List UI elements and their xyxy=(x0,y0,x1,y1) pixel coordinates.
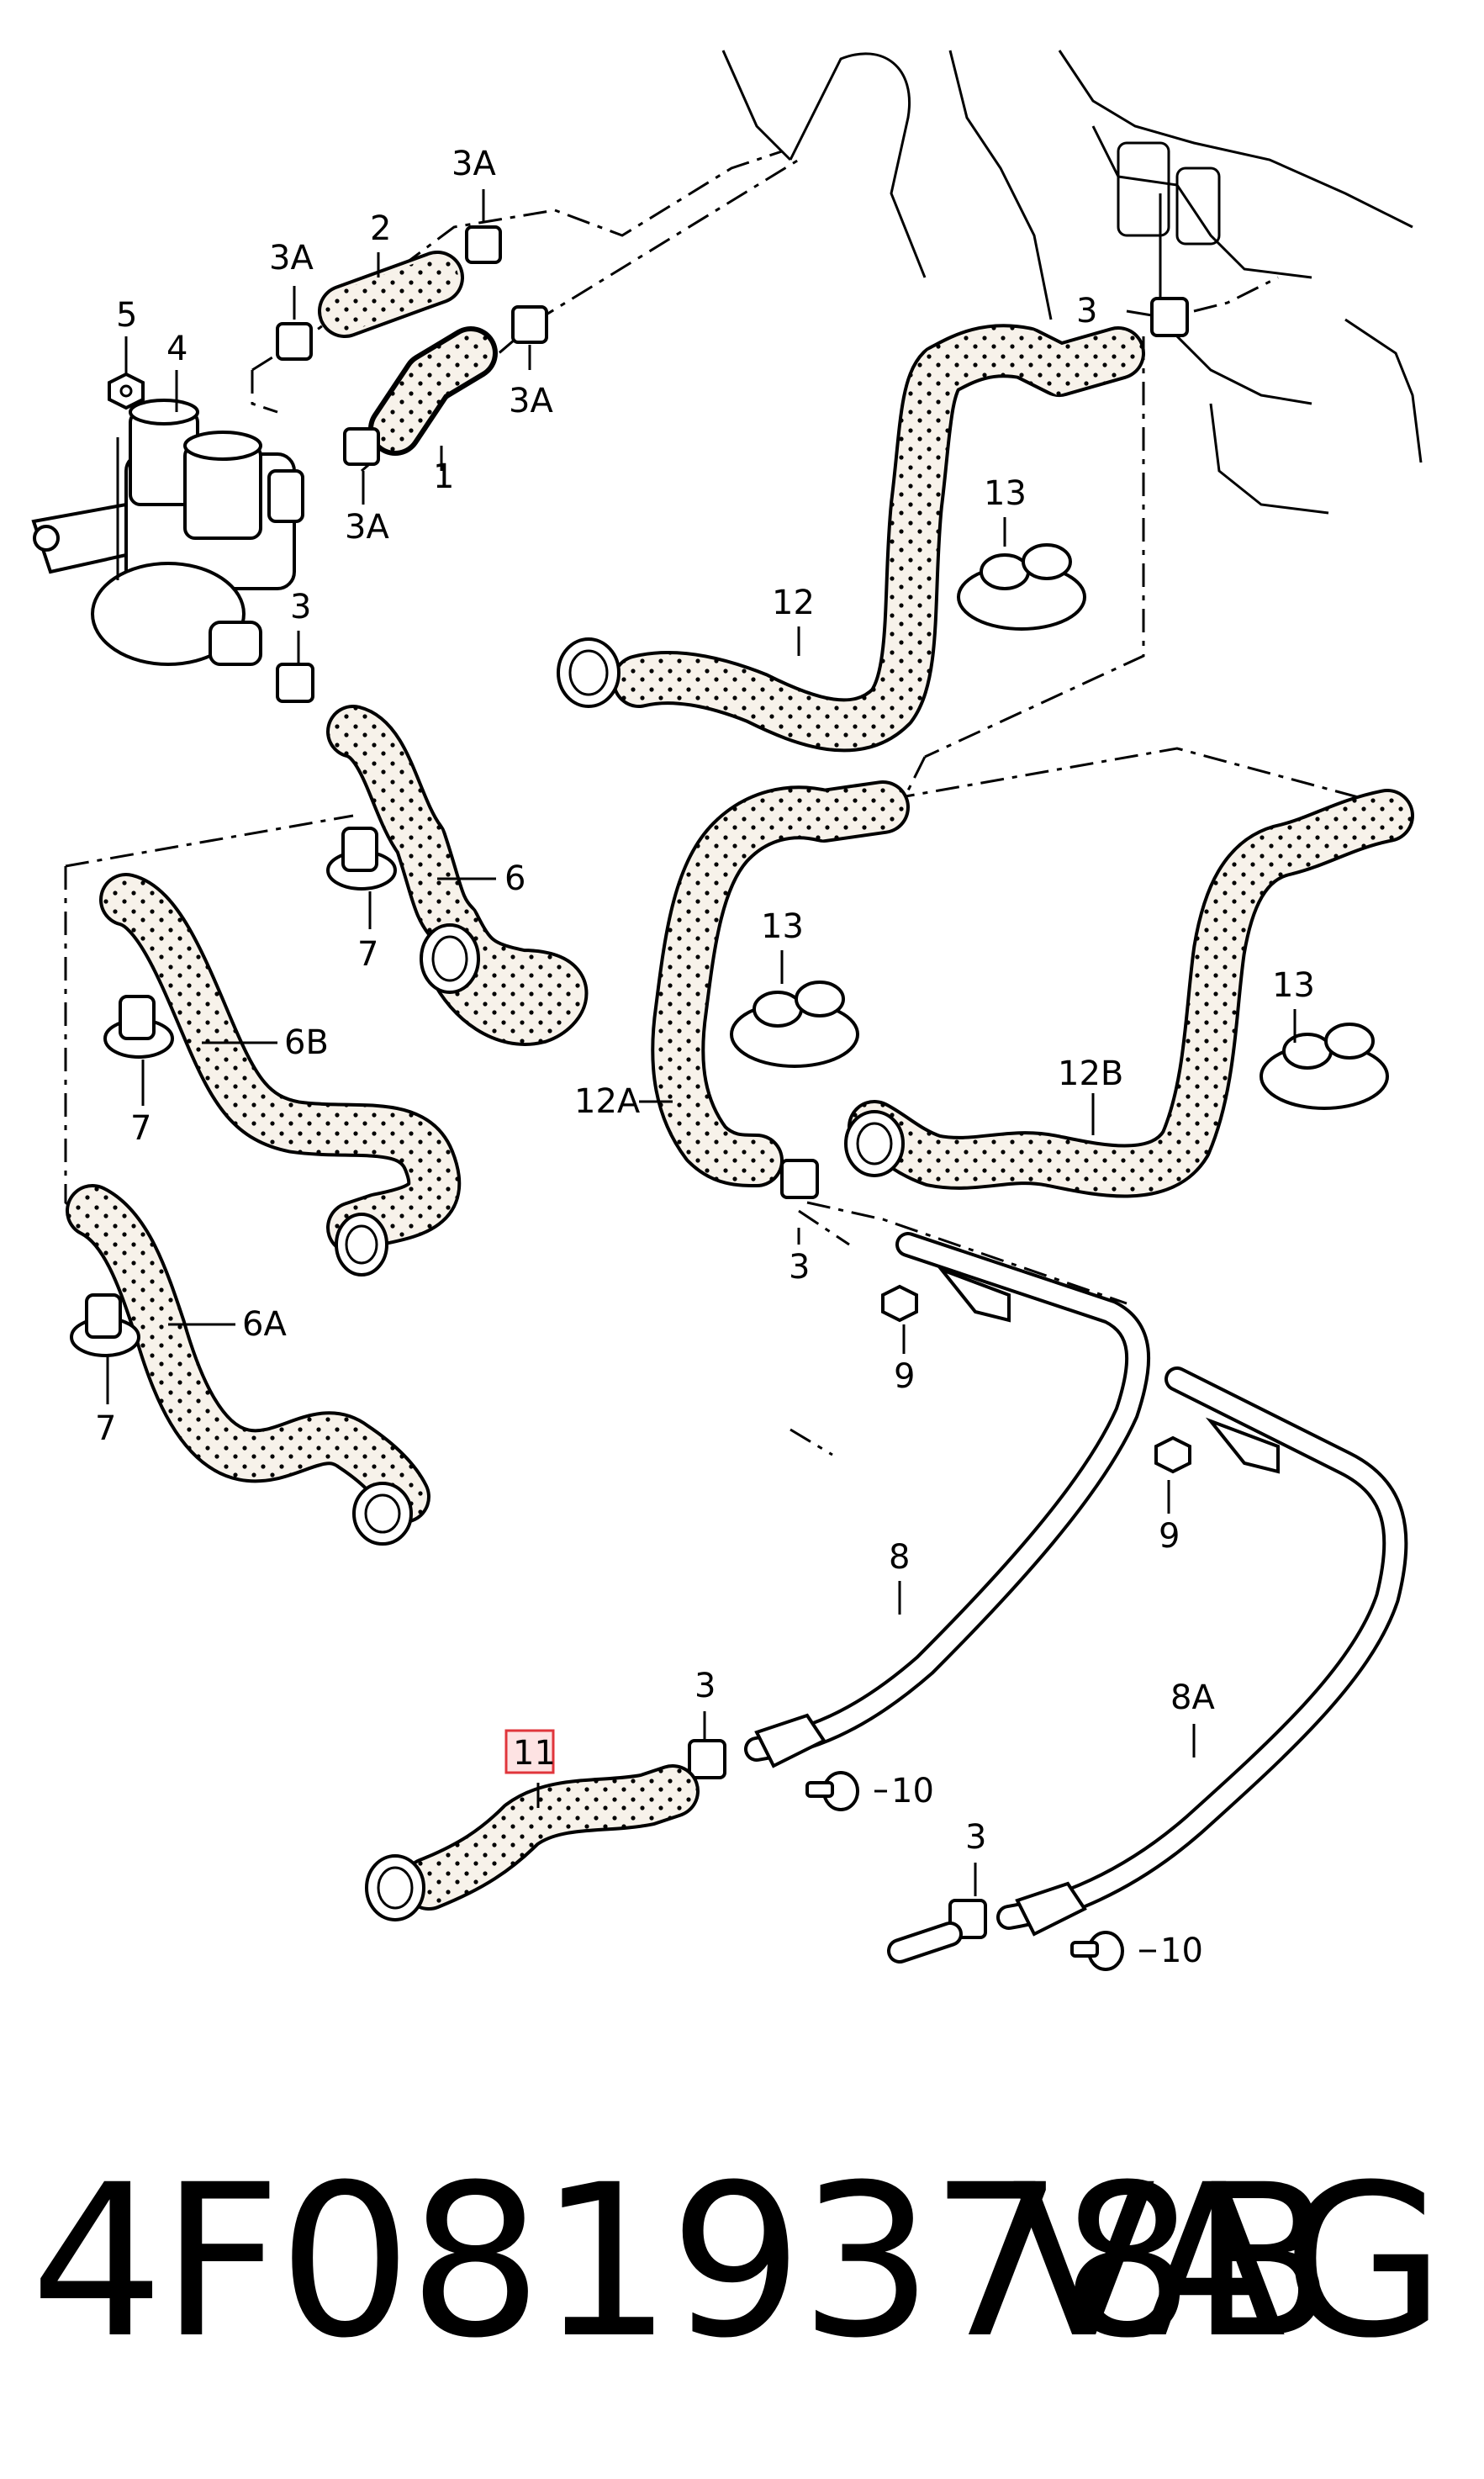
clamps xyxy=(276,225,1189,1939)
callout-3a: 3A xyxy=(509,382,553,420)
callout-13: 13 xyxy=(984,474,1027,513)
callout-2: 2 xyxy=(370,209,391,248)
heater-valve xyxy=(31,399,304,666)
callout-labels: 1 2 3A 3A 3A 3A 4 5 3 3 6 7 6B 7 6A 7 12… xyxy=(95,145,1315,1970)
pipe-8a xyxy=(887,1366,1408,1964)
callout-7: 7 xyxy=(357,935,378,974)
callout-5: 5 xyxy=(116,296,137,335)
callout-3: 3 xyxy=(290,588,311,626)
callout-7: 7 xyxy=(130,1109,151,1148)
grommets-7 xyxy=(70,827,397,1357)
part-number: 4F0819378B xyxy=(30,2139,1335,2384)
nuts-9 xyxy=(881,1284,1191,1474)
hose-11 xyxy=(365,1764,700,1921)
hose-12a xyxy=(651,780,910,1187)
callout-1: 1 xyxy=(433,457,454,496)
callout-12: 12 xyxy=(772,584,815,622)
callout-11: 11 xyxy=(513,1734,556,1773)
callout-11-highlight xyxy=(504,1729,555,1774)
hose-2 xyxy=(318,251,464,338)
callout-12b: 12B xyxy=(1058,1054,1123,1093)
footer: 4F0819378B VAG xyxy=(0,2136,1484,2388)
hose-6a xyxy=(66,1184,430,1546)
callout-7: 7 xyxy=(95,1409,116,1448)
callout-3: 3 xyxy=(1076,292,1097,330)
hose-6b xyxy=(99,873,462,1276)
leader-lines xyxy=(106,189,1297,1953)
hose-12 xyxy=(557,324,1145,753)
callout-3a: 3A xyxy=(269,239,314,278)
callout-10: 10 xyxy=(891,1772,934,1810)
hose-1 xyxy=(368,326,498,456)
brand-label: VAG xyxy=(1011,2139,1445,2384)
engine-outline xyxy=(721,50,1423,515)
callout-13: 13 xyxy=(761,907,804,946)
clips-10 xyxy=(805,1771,1124,1971)
reference-lines xyxy=(64,150,1397,1456)
hose-12b xyxy=(844,789,1414,1198)
nut-5 xyxy=(108,372,145,410)
callout-8a: 8A xyxy=(1170,1678,1215,1717)
callout-3a: 3A xyxy=(345,508,389,547)
callout-10: 10 xyxy=(1160,1932,1203,1970)
callout-6a: 6A xyxy=(242,1305,287,1344)
callout-13: 13 xyxy=(1272,966,1315,1005)
hose-6 xyxy=(326,705,589,1046)
pipe-8 xyxy=(744,1232,1151,1762)
callout-9: 9 xyxy=(894,1357,915,1396)
callout-6b: 6B xyxy=(284,1023,329,1062)
callout-3: 3 xyxy=(965,1818,986,1857)
callout-6: 6 xyxy=(504,859,525,898)
callout-3a: 3A xyxy=(452,145,496,183)
brackets xyxy=(754,1266,1280,1937)
parts-diagram: 1 2 3A 3A 3A 3A 4 5 3 3 6 7 6B 7 6A 7 12… xyxy=(31,50,1423,1971)
callout-3: 3 xyxy=(789,1248,810,1287)
grommets-13 xyxy=(730,543,1389,1110)
callout-3: 3 xyxy=(694,1667,716,1705)
callout-9: 9 xyxy=(1159,1517,1180,1556)
callout-4: 4 xyxy=(166,330,187,368)
callout-12a: 12A xyxy=(574,1082,641,1121)
callout-8: 8 xyxy=(889,1538,910,1577)
